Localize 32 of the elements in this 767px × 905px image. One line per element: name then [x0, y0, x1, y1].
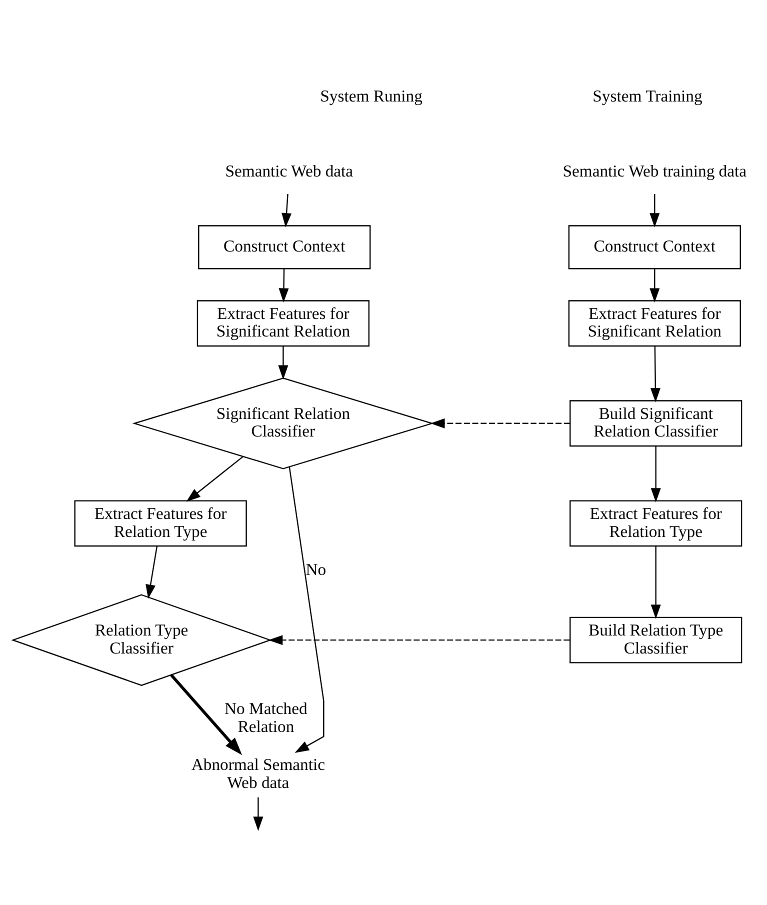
arrow [170, 673, 242, 755]
node-box: Construct Context [568, 224, 741, 269]
node-box: Extract Features for Significant Relation [568, 300, 741, 346]
arrow [650, 346, 660, 402]
node-box: Build Relation Type Classifier [570, 616, 742, 663]
arrow [268, 634, 570, 645]
arrow [650, 194, 660, 227]
arrow [146, 546, 158, 598]
edge-label: No Matched Relation [224, 698, 308, 736]
arrow [186, 456, 244, 502]
arrow [278, 346, 288, 380]
node-box: Build Significant Relation Classifier [570, 400, 742, 446]
arrow [282, 193, 292, 227]
node-box: Construct Context [198, 224, 371, 269]
label: System Runing [320, 86, 422, 106]
arrow [253, 796, 264, 830]
arrow [430, 418, 570, 428]
node-box: Extract Features for Relation Type [570, 500, 742, 546]
node-text: Semantic Web training data [562, 161, 747, 180]
arrow [278, 268, 289, 302]
node-box: Extract Features for Significant Relation [196, 300, 370, 346]
node-box: Extract Features for Relation Type [74, 500, 247, 546]
node-diamond: Relation Type Classifier [11, 594, 272, 686]
arrow [650, 546, 661, 618]
arrow [650, 268, 660, 302]
node-diamond: Significant Relation Classifier [132, 377, 434, 469]
arrow [650, 446, 661, 502]
edge-label: No [306, 559, 326, 578]
label: System Training [592, 86, 702, 106]
node-text: Abnormal Semantic Web data [191, 754, 326, 792]
node-text: Semantic Web data [225, 161, 354, 180]
arrow [288, 466, 324, 752]
